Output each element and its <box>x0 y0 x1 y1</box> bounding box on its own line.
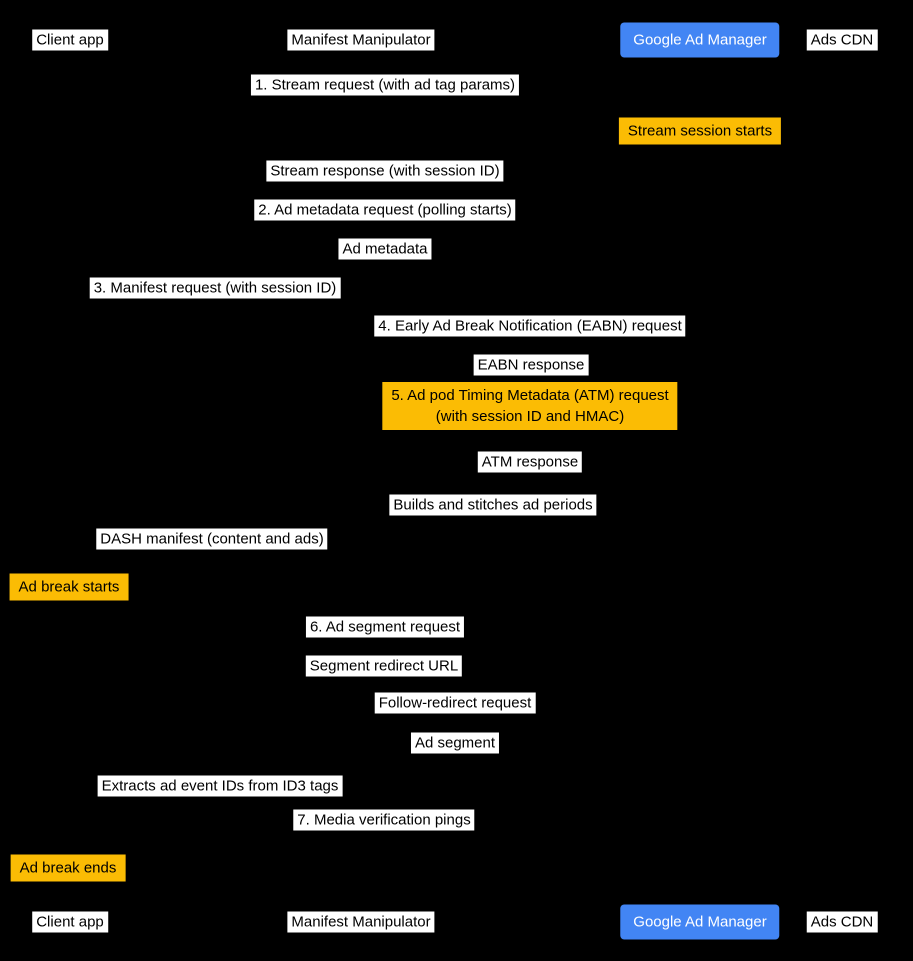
message-ad-metadata-request: 2. Ad metadata request (polling starts) <box>254 199 516 221</box>
note-atm-request: 5. Ad pod Timing Metadata (ATM) request … <box>382 382 678 430</box>
actor-manifest-manipulator-top: Manifest Manipulator <box>287 29 435 51</box>
message-builds-and-stitches: Builds and stitches ad periods <box>389 494 597 516</box>
message-ad-metadata: Ad metadata <box>338 238 432 260</box>
actor-google-ad-manager-bottom: Google Ad Manager <box>620 904 780 940</box>
message-segment-redirect-url: Segment redirect URL <box>305 655 463 677</box>
message-media-verification-pings: 7. Media verification pings <box>293 809 475 831</box>
message-eabn-request: 4. Early Ad Break Notification (EABN) re… <box>374 315 686 337</box>
actor-ads-cdn-bottom: Ads CDN <box>806 911 878 933</box>
actor-client-app-top: Client app <box>32 29 108 51</box>
actor-google-ad-manager-top: Google Ad Manager <box>620 22 780 58</box>
message-stream-request: 1. Stream request (with ad tag params) <box>250 74 520 96</box>
message-dash-manifest: DASH manifest (content and ads) <box>96 528 328 550</box>
note-ad-break-starts: Ad break starts <box>9 573 129 601</box>
note-stream-session-starts: Stream session starts <box>618 117 782 145</box>
actor-ads-cdn-top: Ads CDN <box>806 29 878 51</box>
message-eabn-response: EABN response <box>473 354 589 376</box>
message-extracts-ad-event-ids: Extracts ad event IDs from ID3 tags <box>97 775 343 797</box>
message-follow-redirect-request: Follow-redirect request <box>374 692 536 714</box>
actor-manifest-manipulator-bottom: Manifest Manipulator <box>287 911 435 933</box>
note-ad-break-ends: Ad break ends <box>10 854 126 882</box>
message-stream-response: Stream response (with session ID) <box>266 160 504 182</box>
message-atm-response: ATM response <box>477 451 583 473</box>
actor-client-app-bottom: Client app <box>32 911 108 933</box>
message-ad-segment: Ad segment <box>410 732 500 754</box>
message-manifest-request: 3. Manifest request (with session ID) <box>89 277 341 299</box>
message-ad-segment-request: 6. Ad segment request <box>305 616 465 638</box>
